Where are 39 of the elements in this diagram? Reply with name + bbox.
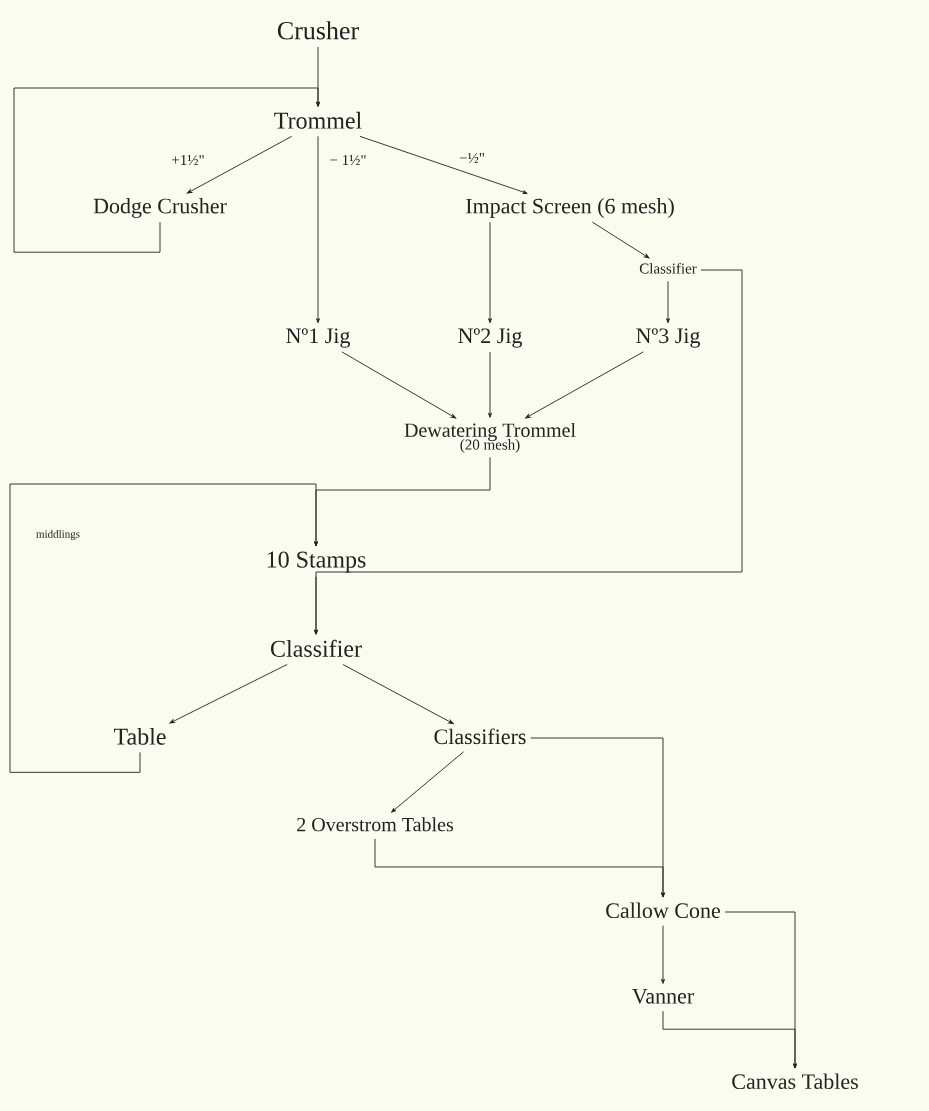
- process-label: Classifier: [271, 639, 362, 657]
- process-label: Dodge Crusher: [93, 198, 227, 218]
- process-label: Impact Screen (6 mesh): [466, 198, 674, 218]
- process-label: 10 Stamps: [267, 551, 366, 573]
- arrow: [661, 925, 665, 984]
- arrow: [662, 1010, 797, 1069]
- edge-label: +1½": [170, 154, 206, 166]
- process-label: Classifiers: [434, 728, 526, 745]
- arrow: [341, 351, 457, 419]
- arrow: [374, 838, 665, 898]
- process-label: Trommel: [274, 111, 362, 129]
- arrow: [186, 135, 293, 194]
- process-label: Nº3 Jig: [636, 328, 701, 348]
- arrow: [359, 135, 528, 194]
- process-label: Vanner: [632, 989, 694, 1004]
- process-label: Nº2 Jig: [458, 328, 523, 348]
- process-label: Callow Cone: [606, 902, 720, 919]
- arrow: [169, 664, 288, 724]
- arrow: [342, 664, 454, 725]
- arrow: [391, 751, 465, 813]
- arrow: [666, 280, 670, 324]
- arrow: [9, 483, 318, 773]
- process-label: Classifier: [639, 262, 697, 274]
- arrow: [525, 351, 644, 419]
- arrow: [13, 87, 320, 253]
- process-label: Table: [113, 727, 166, 745]
- edge-label: −½": [458, 152, 486, 164]
- edge-label: − 1½": [328, 154, 368, 166]
- arrow: [316, 135, 320, 324]
- process-label: Dewatering Trommel (20 mesh): [404, 422, 576, 453]
- process-label: Crusher: [277, 21, 359, 40]
- arrow: [488, 351, 492, 418]
- arrow: [591, 221, 650, 259]
- arrow: [488, 221, 492, 324]
- process-label: Nº1 Jig: [286, 328, 351, 348]
- process-label: Canvas Tables: [732, 1073, 858, 1090]
- process-label: 2 Overstrom Tables: [297, 817, 454, 832]
- edge-label: middlings: [35, 529, 81, 541]
- arrow: [314, 576, 318, 635]
